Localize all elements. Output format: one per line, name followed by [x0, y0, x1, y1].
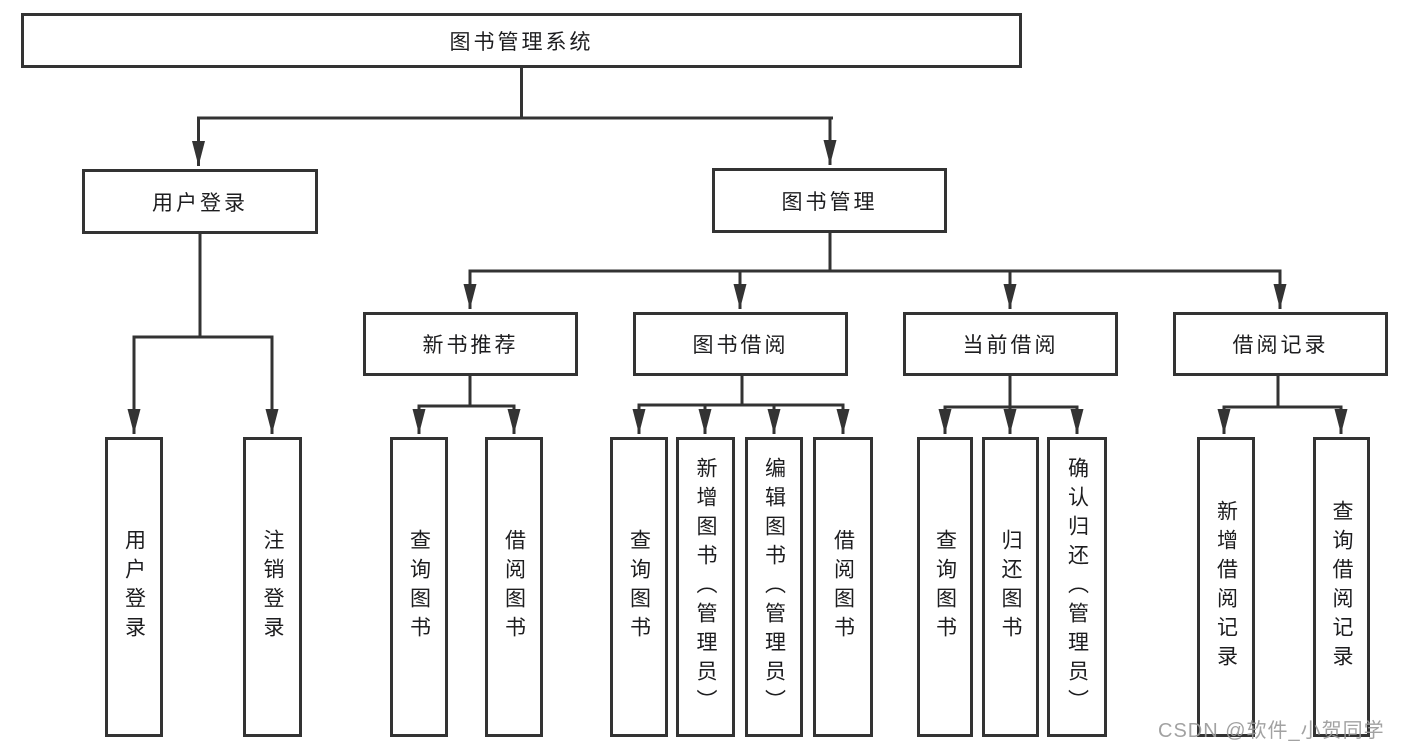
leaf-nbr-query-books-label: 查询图书 — [407, 529, 431, 645]
node-library-management-system: 图书管理系统 — [21, 13, 1022, 68]
leaf-logout-label: 注销登录 — [261, 529, 284, 645]
leaf-bb-borrow-books-label: 借阅图书 — [831, 529, 855, 645]
leaf-cb-query-books: 查询图书 — [917, 437, 973, 737]
leaf-cb-query-books-label: 查询图书 — [933, 529, 957, 645]
leaf-bb-query-books: 查询图书 — [610, 437, 668, 737]
leaf-nbr-borrow-books: 借阅图书 — [485, 437, 543, 737]
leaf-br-query-record-label: 查询借阅记录 — [1330, 500, 1353, 674]
leaf-logout: 注销登录 — [243, 437, 302, 737]
leaf-br-query-record: 查询借阅记录 — [1313, 437, 1370, 737]
leaf-bb-borrow-books: 借阅图书 — [813, 437, 873, 737]
leaf-bb-edit-books-admin: 编辑图书（管理员） — [745, 437, 803, 737]
csdn-watermark: CSDN @软件_小贺同学 — [1158, 720, 1385, 742]
leaf-bb-add-books-admin-label: 新增图书（管理员） — [694, 456, 717, 718]
leaf-cb-confirm-return-admin: 确认归还（管理员） — [1047, 437, 1107, 737]
leaf-cb-return-books-label: 归还图书 — [999, 529, 1022, 645]
node-user-login: 用户登录 — [82, 169, 318, 234]
leaf-br-add-record-label: 新增借阅记录 — [1214, 500, 1238, 674]
connector-group — [127, 68, 1348, 434]
leaf-cb-confirm-return-admin-label: 确认归还（管理员） — [1065, 456, 1089, 718]
leaf-bb-add-books-admin: 新增图书（管理员） — [676, 437, 735, 737]
node-book-borrowing: 图书借阅 — [633, 312, 848, 376]
node-current-borrowing: 当前借阅 — [903, 312, 1118, 376]
leaf-cb-return-books: 归还图书 — [982, 437, 1039, 737]
node-borrow-records: 借阅记录 — [1173, 312, 1388, 376]
leaf-user-login: 用户登录 — [105, 437, 163, 737]
leaf-bb-edit-books-admin-label: 编辑图书（管理员） — [762, 456, 786, 718]
leaf-user-login-label: 用户登录 — [122, 529, 146, 645]
leaf-bb-query-books-label: 查询图书 — [627, 529, 651, 645]
leaf-br-add-record: 新增借阅记录 — [1197, 437, 1255, 737]
leaf-nbr-query-books: 查询图书 — [390, 437, 448, 737]
node-new-book-recommend: 新书推荐 — [363, 312, 578, 376]
leaf-nbr-borrow-books-label: 借阅图书 — [502, 529, 526, 645]
node-book-management: 图书管理 — [712, 168, 947, 233]
